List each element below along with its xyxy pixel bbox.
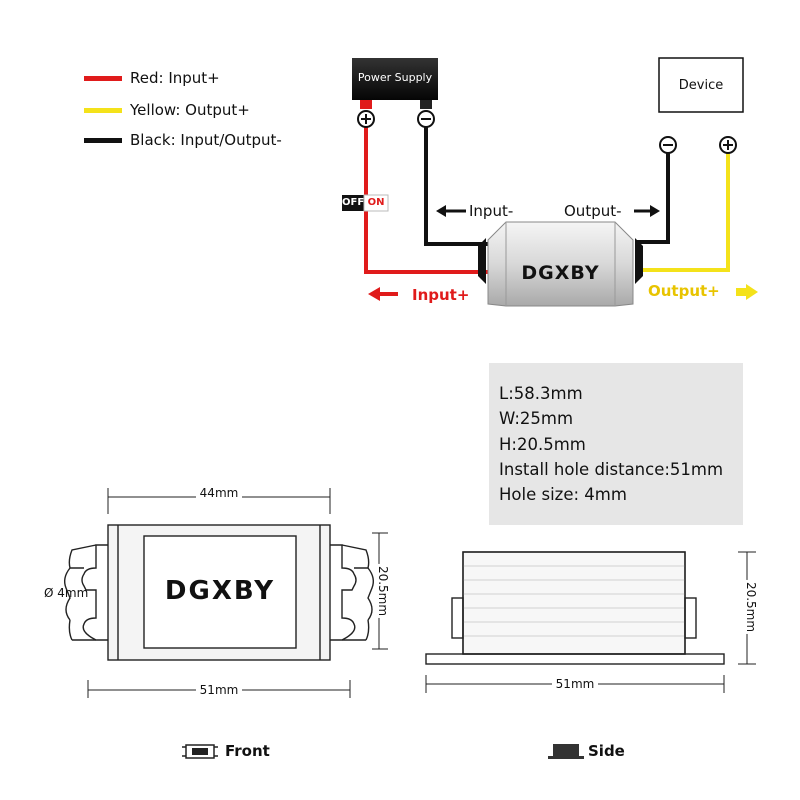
spec-hole-size: Hole size: 4mm bbox=[499, 485, 627, 505]
side-caption: Side bbox=[588, 742, 625, 760]
legend-item-black: Black: Input/Output- bbox=[84, 131, 282, 149]
power-supply-positive-terminal bbox=[360, 100, 372, 109]
device-box bbox=[658, 57, 744, 113]
spec-length: L:58.3mm bbox=[499, 384, 583, 403]
legend-label: Yellow: Output+ bbox=[130, 101, 250, 119]
yellow-wire-swatch bbox=[84, 107, 122, 113]
red-wire-swatch bbox=[84, 75, 122, 81]
left-arrow-icon bbox=[436, 205, 446, 217]
legend-item-red: Red: Input+ bbox=[84, 69, 220, 87]
black-input-wire bbox=[424, 119, 488, 246]
switch-off-part bbox=[342, 195, 364, 211]
front-brand: DGXBY bbox=[164, 576, 276, 606]
red-left-arrow-icon bbox=[368, 287, 380, 301]
power-supply-box bbox=[352, 58, 438, 100]
black-wire-swatch bbox=[84, 137, 122, 143]
converter-box bbox=[487, 221, 634, 307]
output-plus-arrow-line bbox=[736, 288, 748, 296]
black-output-wire bbox=[635, 147, 670, 244]
input-minus-label: Input- bbox=[469, 202, 514, 220]
side-width-label: 51mm bbox=[552, 677, 598, 691]
switch-on-label: ON bbox=[367, 197, 385, 208]
output-minus-label: Output- bbox=[564, 202, 622, 220]
power-supply-label: Power Supply bbox=[357, 71, 433, 84]
side-view-icon bbox=[548, 744, 584, 759]
legend-label: Red: Input+ bbox=[130, 69, 220, 87]
power-supply-negative-terminal bbox=[420, 100, 432, 109]
front-width-bottom-label: 51mm bbox=[196, 683, 242, 697]
front-caption: Front bbox=[225, 742, 270, 760]
legend-item-yellow: Yellow: Output+ bbox=[84, 101, 250, 119]
yellow-wire bbox=[635, 147, 730, 272]
right-arrow-icon bbox=[650, 205, 660, 217]
specs-panel: L:58.3mm W:25mm H:20.5mm Install hole di… bbox=[489, 363, 743, 525]
front-view-icon bbox=[182, 744, 218, 759]
device-label: Device bbox=[678, 78, 724, 93]
spec-width: W:25mm bbox=[499, 409, 574, 429]
spec-height: H:20.5mm bbox=[499, 434, 586, 454]
front-width-top-label: 44mm bbox=[196, 486, 242, 500]
yellow-right-arrow-icon bbox=[746, 284, 758, 300]
spec-hole-distance: Install hole distance:51mm bbox=[499, 459, 724, 479]
legend-label: Black: Input/Output- bbox=[130, 131, 282, 149]
output-plus-label: Output+ bbox=[648, 282, 720, 300]
red-wire bbox=[364, 119, 488, 274]
switch-off-label: OFF bbox=[342, 197, 365, 208]
input-plus-label: Input+ bbox=[412, 286, 470, 304]
switch-on-part bbox=[363, 194, 389, 212]
front-hole-label: Ø 4mm bbox=[44, 586, 89, 600]
converter-brand: DGXBY bbox=[521, 262, 600, 284]
